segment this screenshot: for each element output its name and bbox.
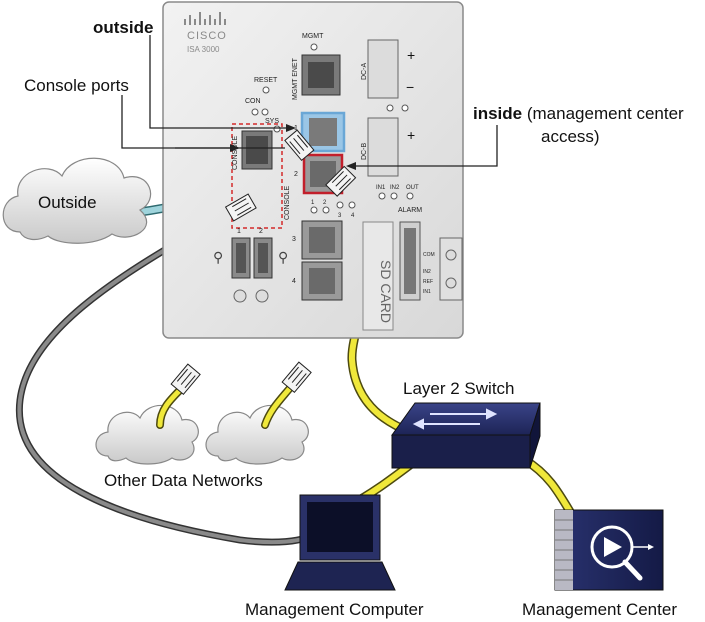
out-label: OUT [406, 185, 419, 191]
dc-b-label: DC-B [361, 143, 368, 160]
port-4-label: 4 [292, 278, 296, 285]
console-rj45-plug [224, 193, 257, 222]
sys-label: SYS [265, 118, 279, 125]
led-1: 1 [311, 200, 315, 206]
layer2-switch-label: Layer 2 Switch [403, 379, 515, 398]
inside-rj45-plug [325, 165, 357, 197]
usb-1-label: 1 [237, 228, 241, 235]
dc-a-terminal [367, 39, 399, 99]
mgmt-label: MGMT [302, 33, 324, 40]
led-2: 2 [323, 200, 327, 206]
usb-2-label: 2 [259, 228, 263, 235]
inside-desc-text: (management center [526, 104, 684, 123]
con-label: CON [245, 98, 261, 105]
other-network-cloud-2 [205, 404, 309, 465]
outside-cloud-label: Outside [38, 193, 97, 212]
screw-icon [233, 289, 247, 303]
port-leds: 1 2 3 4 [310, 200, 356, 219]
cisco-brand: CISCO [187, 30, 227, 42]
management-computer-label: Management Computer [245, 600, 424, 619]
console-highlight [231, 123, 283, 229]
inside-bold-text: inside [473, 104, 523, 123]
in1-label: IN1 [376, 185, 386, 191]
mgmt-enet-label: MGMT ENET [292, 57, 299, 100]
management-center-icon [554, 509, 664, 591]
port-1-label: 1 [294, 125, 298, 132]
other-networks-label: Other Data Networks [104, 471, 263, 490]
alarm-in1-label: IN1 [423, 289, 431, 295]
console-ports-label: Console ports [24, 76, 129, 95]
dc-b-plus: + [407, 127, 415, 143]
outside-rj45-plug [284, 129, 315, 162]
com-label: COM [423, 252, 435, 258]
network-rj45-plug-1 [170, 363, 201, 396]
inside-port-label: inside (management center [473, 104, 684, 124]
in2-label: IN2 [390, 185, 400, 191]
dc-a-label: DC-A [361, 63, 368, 80]
device-model: ISA 3000 [187, 45, 220, 54]
port-2-label: 2 [294, 171, 298, 178]
isa3000-device: CISCO ISA 3000 MGMT MGMT ENET RESET CON … [162, 1, 464, 339]
inside-callout-arrow [352, 125, 498, 167]
screw-icon [255, 289, 269, 303]
dc-a-plus: + [407, 47, 415, 63]
alarm-in2-label: IN2 [423, 269, 431, 275]
console-label-left: CONSOLE [232, 135, 239, 170]
sd-card-label: SD CARD [378, 260, 394, 323]
management-center-label: Management Center [522, 600, 677, 619]
ref-label: REF [423, 279, 433, 285]
usb-icon-right: ⚲ [278, 249, 288, 265]
ground-terminal [439, 237, 463, 301]
console-label-vertical: CONSOLE [284, 185, 291, 220]
reset-label: RESET [254, 77, 278, 84]
outside-port-label: outside [93, 18, 154, 37]
led-4: 4 [351, 213, 355, 219]
alarm-label: ALARM [398, 207, 422, 214]
cisco-logo [184, 12, 226, 25]
sd-card-slot [362, 221, 394, 331]
inside-desc-text-2: access) [541, 127, 600, 146]
led-3: 3 [338, 213, 342, 219]
dc-b-terminal [367, 117, 399, 177]
layer2-switch [391, 402, 541, 469]
port-3-label: 3 [292, 236, 296, 243]
outside-callout-arrow [149, 35, 290, 129]
usb-icon-left: ⚲ [213, 249, 223, 265]
other-network-cloud-1 [95, 404, 199, 465]
network-rj45-plug-2 [281, 361, 312, 394]
dc-a-minus: − [406, 79, 414, 95]
management-computer-icon [284, 494, 396, 591]
outside-cloud [2, 157, 152, 244]
